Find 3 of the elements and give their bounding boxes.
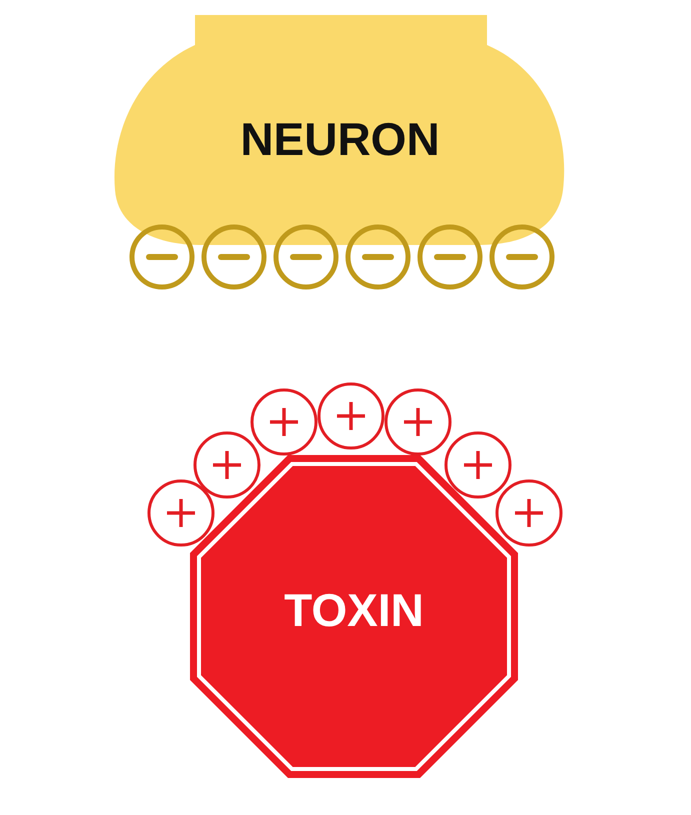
octagon-shape bbox=[188, 453, 520, 780]
node-label: TOXIN bbox=[283, 584, 425, 636]
node-label: NEURON bbox=[239, 113, 441, 165]
